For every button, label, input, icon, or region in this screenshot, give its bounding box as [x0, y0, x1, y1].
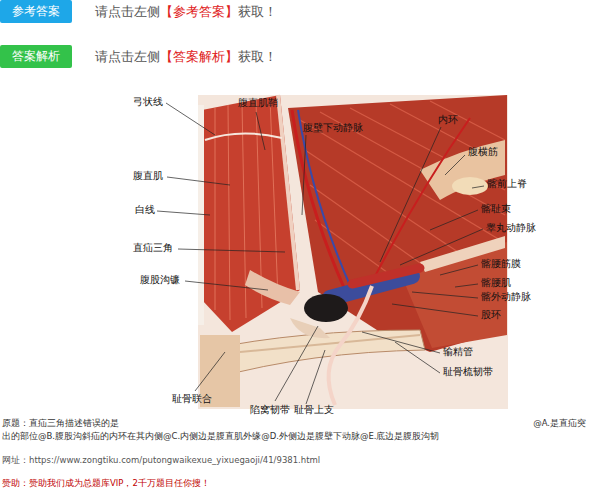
leader-line	[306, 350, 325, 404]
part-label: 内环	[438, 114, 458, 126]
leader-line	[455, 284, 478, 287]
part-label: 输精管	[443, 346, 473, 358]
part-label: 直疝三角	[133, 242, 173, 254]
leader-line	[167, 177, 230, 185]
part-label: 髂外动静脉	[481, 291, 531, 303]
leader-line	[472, 186, 484, 188]
part-label: 弓状线	[133, 96, 163, 108]
answer-button: 答案解析	[0, 45, 72, 68]
part-label: 腹壁下动静脉	[303, 122, 363, 134]
part-label: 腹股沟镰	[140, 274, 180, 286]
part-label: 股环	[481, 309, 501, 321]
button-label: 参考答案	[12, 3, 60, 20]
vas-deferens	[329, 286, 372, 405]
leader-line	[195, 352, 225, 391]
picture-ground	[198, 95, 508, 409]
prompt-link: 【答案解析】	[160, 49, 238, 65]
part-label: 耻骨上支	[294, 404, 334, 416]
fiber	[390, 104, 505, 165]
leader-line	[392, 304, 478, 316]
iliac-spine	[452, 177, 488, 195]
leader-line	[185, 281, 268, 290]
leader-line	[302, 135, 306, 215]
answer-button: 参考答案	[0, 0, 72, 23]
muscle-fibers	[300, 101, 505, 278]
leader-line	[256, 112, 265, 150]
leader-line	[380, 127, 441, 262]
leader-line	[395, 342, 440, 373]
leader-line	[275, 326, 318, 401]
prompt-text: 请点击左侧	[95, 49, 160, 65]
pectineal-ligament	[240, 335, 420, 352]
abdominal-wall	[288, 95, 507, 352]
femoral-ring	[304, 294, 348, 322]
part-label: 髂腰筋膜	[481, 258, 521, 270]
fiber	[270, 98, 278, 298]
arcuate-line	[205, 133, 282, 140]
transversalis-fascia	[420, 140, 505, 200]
leader-line	[178, 249, 285, 252]
testicular-vessel	[372, 118, 470, 282]
external-iliac-artery	[352, 268, 420, 284]
fiber	[215, 108, 216, 310]
prompt-link: 【参考答案】	[160, 4, 238, 20]
fiber	[228, 105, 230, 320]
part-label: 腹直肌鞘	[238, 97, 278, 109]
part-label: 陷窝韧带	[250, 404, 290, 416]
question-text: @A.是直疝突	[533, 418, 586, 428]
fiber	[300, 120, 500, 240]
leader-line	[412, 292, 478, 298]
epigastric-vein	[298, 110, 352, 290]
leader-line	[430, 210, 478, 230]
prompt-text: 获取！	[238, 4, 277, 20]
part-label: 耻骨联合	[172, 393, 212, 405]
part-label: 腹直肌	[133, 170, 163, 182]
leader-line	[440, 265, 478, 275]
prompt-text: 请点击左侧	[95, 4, 160, 20]
part-label: 白线	[135, 204, 155, 216]
leader-line	[362, 332, 440, 353]
rectus-muscle	[202, 95, 300, 332]
conjoint-tendon	[245, 270, 300, 305]
linea-alba	[198, 105, 204, 325]
part-label: 睾丸动静脉	[486, 222, 536, 234]
part-label: 耻骨梳韧带	[443, 366, 493, 378]
button-label: 答案解析	[12, 48, 60, 65]
part-label: 髂前上脊	[487, 178, 527, 190]
part-label: 腹横筋	[468, 146, 498, 158]
leader-line	[157, 211, 210, 215]
lacunar-ligament	[290, 318, 330, 338]
part-label: 髂耻束	[481, 203, 511, 215]
prompt-text: 获取！	[238, 49, 277, 65]
question-text: 原题：直疝三角描述错误的是	[2, 418, 119, 428]
leader-line	[166, 103, 215, 135]
part-label: 髂腰肌	[481, 277, 511, 289]
leader-line	[400, 229, 483, 265]
question-text: 出的部位@B.腹股沟斜疝的内环在其内侧@C.内侧边是腹直肌外缘@D.外侧边是腹壁…	[2, 431, 440, 441]
leader-line	[445, 155, 465, 175]
sponsor-text: 赞助：赞助我们成为总题库VIP，2千万题目任你搜！	[2, 478, 210, 488]
leader-lines	[157, 103, 484, 404]
url-text: 网址：https://www.zongtiku.com/putongwaikex…	[2, 455, 320, 465]
